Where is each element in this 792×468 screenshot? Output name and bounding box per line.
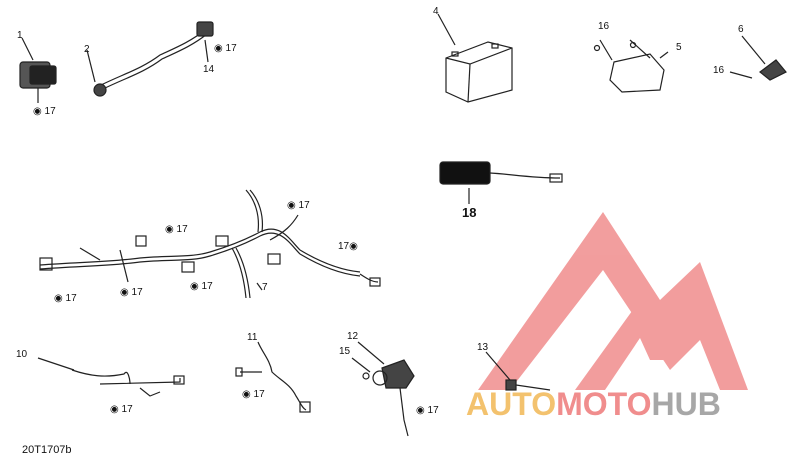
watermark-hub: HUB <box>651 386 721 422</box>
drop-icon: ◉ <box>190 281 199 292</box>
part-2-harness <box>86 21 214 97</box>
callout-16-right: 16 <box>713 65 725 76</box>
callout-10: 10 <box>16 349 28 360</box>
callout-2: 2 <box>84 44 90 55</box>
part-10-harness <box>37 357 185 397</box>
torque-17-part12: ◉ 17 <box>416 405 439 416</box>
part-5-regulator <box>593 39 669 93</box>
callout-11: 11 <box>247 332 258 343</box>
drop-icon: ◉ <box>120 287 129 298</box>
watermark-logo <box>478 212 748 390</box>
watermark-moto: MOTO <box>556 386 652 422</box>
drop-icon: ◉ <box>287 200 296 211</box>
callout-14: 14 <box>203 64 215 75</box>
part-11-sensor-wire <box>235 341 311 413</box>
part-1-switch <box>19 37 57 103</box>
torque-17-part1: ◉ 17 <box>33 106 56 117</box>
torque-17-harness-b: ◉ 17 <box>120 287 143 298</box>
drop-icon: ◉ <box>110 404 119 415</box>
drop-icon: ◉ <box>242 389 251 400</box>
part-7-main-harness <box>39 189 381 299</box>
torque-17-harness-mid: ◉ 17 <box>165 224 188 235</box>
part-13-connector <box>485 351 551 391</box>
part-18-module <box>439 161 563 204</box>
callout-1: 1 <box>17 30 23 41</box>
torque-17-harness-c: ◉ 17 <box>190 281 213 292</box>
part-4-battery <box>437 13 513 103</box>
torque-17-harness-top: ◉ 17 <box>287 200 310 211</box>
drop-icon: ◉ <box>416 405 425 416</box>
watermark-text: AUTOMOTOHUB <box>466 386 721 423</box>
callout-5: 5 <box>676 42 682 53</box>
torque-17-part2: ◉ 17 <box>214 43 237 54</box>
drop-icon: ◉ <box>54 293 63 304</box>
torque-17-part10: ◉ 17 <box>110 404 133 415</box>
callout-4: 4 <box>433 6 439 17</box>
torque-17-harness-left: ◉ 17 <box>54 293 77 304</box>
torque-17-part11: ◉ 17 <box>242 389 265 400</box>
callout-6: 6 <box>738 24 744 35</box>
callout-15: 15 <box>339 346 351 357</box>
callout-12: 12 <box>347 331 359 342</box>
part-6-relay <box>729 35 787 81</box>
callout-16-upper: 16 <box>598 21 610 32</box>
callout-13: 13 <box>477 342 489 353</box>
torque-17-harness-right: 17◉ <box>338 241 358 252</box>
drop-icon: ◉ <box>165 224 174 235</box>
callout-7: 7 <box>262 282 268 293</box>
drop-icon: ◉ <box>33 106 42 117</box>
watermark-auto: AUTO <box>466 386 557 422</box>
callout-18: 18 <box>462 205 477 220</box>
part-12-switch <box>351 341 415 437</box>
drawing-code: 20T1707b <box>22 444 72 456</box>
drop-icon: ◉ <box>214 43 223 54</box>
drop-icon: ◉ <box>349 241 358 252</box>
line-art <box>19 13 787 437</box>
